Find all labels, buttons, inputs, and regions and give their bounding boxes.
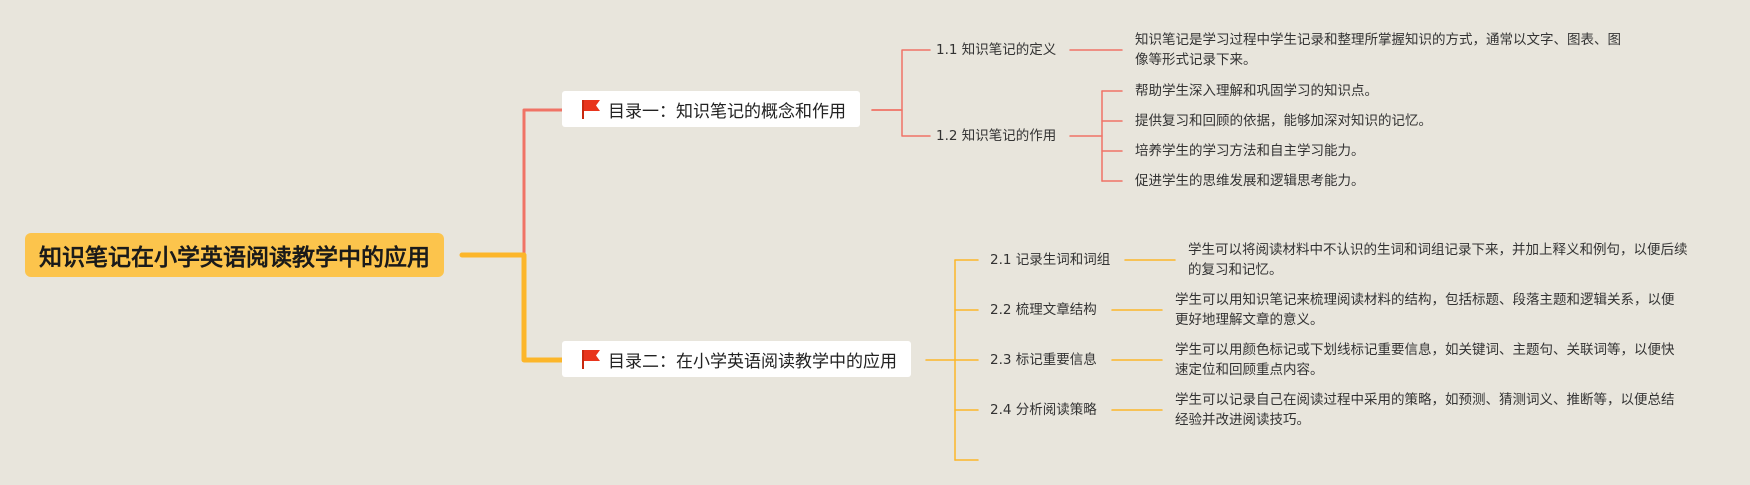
detail-1-2-4[interactable]: 促进学生的思维发展和逻辑思考能力。	[1135, 171, 1365, 191]
red-flag-icon	[582, 100, 600, 119]
detail-1-2-2-text: 提供复习和回顾的依据，能够加深对知识的记忆。	[1135, 113, 1432, 129]
subtopic-1-2[interactable]: 1.2 知识笔记的作用	[936, 127, 1056, 145]
branch-topic-1-label: 目录一：知识笔记的概念和作用	[608, 101, 846, 122]
root-topic-label: 知识笔记在小学英语阅读教学中的应用	[39, 245, 430, 271]
subtopic-1-1[interactable]: 1.1 知识笔记的定义	[936, 41, 1056, 59]
subtopic-2-3[interactable]: 2.3 标记重要信息	[990, 351, 1097, 369]
subtopic-2-2-label: 2.2 梳理文章结构	[990, 302, 1097, 318]
detail-2-4-text: 学生可以记录自己在阅读过程中采用的策略，如预测、猜测词义、推断等，以便总结经验并…	[1175, 392, 1675, 428]
subtopic-2-2[interactable]: 2.2 梳理文章结构	[990, 301, 1097, 319]
root-connector-branch-2	[459, 252, 565, 363]
subtopic-2-3-label: 2.3 标记重要信息	[990, 352, 1097, 368]
branch-1-connector-1-2	[871, 109, 931, 137]
detail-2-3[interactable]: 学生可以用颜色标记或下划线标记重要信息，如关键词、主题句、关联词等，以便快速定位…	[1175, 340, 1675, 380]
branch-topic-2[interactable]: 目录二：在小学英语阅读教学中的应用	[562, 341, 911, 377]
detail-1-2-1[interactable]: 帮助学生深入理解和巩固学习的知识点。	[1135, 81, 1378, 101]
detail-1-1-1[interactable]: 知识笔记是学习过程中学生记录和整理所掌握知识的方式，通常以文字、图表、图像等形式…	[1135, 30, 1625, 70]
detail-2-1-text: 学生可以将阅读材料中不认识的生词和词组记录下来，并加上释义和例句，以便后续的复习…	[1188, 242, 1688, 278]
subtopic-2-1-label: 2.1 记录生词和词组	[990, 252, 1111, 268]
detail-1-2-4-text: 促进学生的思维发展和逻辑思考能力。	[1135, 173, 1365, 189]
detail-1-1-1-text: 知识笔记是学习过程中学生记录和整理所掌握知识的方式，通常以文字、图表、图像等形式…	[1135, 32, 1621, 68]
detail-2-2-text: 学生可以用知识笔记来梳理阅读材料的结构，包括标题、段落主题和逻辑关系，以便更好地…	[1175, 292, 1675, 328]
branch-topic-2-label: 目录二：在小学英语阅读教学中的应用	[608, 351, 897, 372]
root-connector-branch-1	[460, 108, 564, 257]
detail-1-2-2[interactable]: 提供复习和回顾的依据，能够加深对知识的记忆。	[1135, 111, 1432, 131]
red-flag-icon	[582, 350, 600, 369]
branch-topic-1[interactable]: 目录一：知识笔记的概念和作用	[562, 91, 860, 127]
detail-2-2[interactable]: 学生可以用知识笔记来梳理阅读材料的结构，包括标题、段落主题和逻辑关系，以便更好地…	[1175, 290, 1675, 330]
subtopic-2-4[interactable]: 2.4 分析阅读策略	[990, 401, 1097, 419]
root-topic[interactable]: 知识笔记在小学英语阅读教学中的应用	[25, 233, 444, 277]
detail-1-2-3[interactable]: 培养学生的学习方法和自主学习能力。	[1135, 141, 1365, 161]
subtopic-2-1[interactable]: 2.1 记录生词和词组	[990, 251, 1110, 269]
detail-2-1[interactable]: 学生可以将阅读材料中不认识的生词和词组记录下来，并加上释义和例句，以便后续的复习…	[1188, 240, 1688, 280]
detail-2-3-text: 学生可以用颜色标记或下划线标记重要信息，如关键词、主题句、关联词等，以便快速定位…	[1175, 342, 1675, 378]
detail-1-2-3-text: 培养学生的学习方法和自主学习能力。	[1135, 143, 1365, 159]
subtopic-1-2-label: 1.2 知识笔记的作用	[936, 128, 1057, 144]
detail-2-4[interactable]: 学生可以记录自己在阅读过程中采用的策略，如预测、猜测词义、推断等，以便总结经验并…	[1175, 390, 1675, 430]
subtopic-2-4-label: 2.4 分析阅读策略	[990, 402, 1097, 418]
subtopic-1-1-label: 1.1 知识笔记的定义	[936, 42, 1057, 58]
detail-1-2-1-text: 帮助学生深入理解和巩固学习的知识点。	[1135, 83, 1378, 99]
branch-1-connector-1-1	[871, 49, 931, 111]
